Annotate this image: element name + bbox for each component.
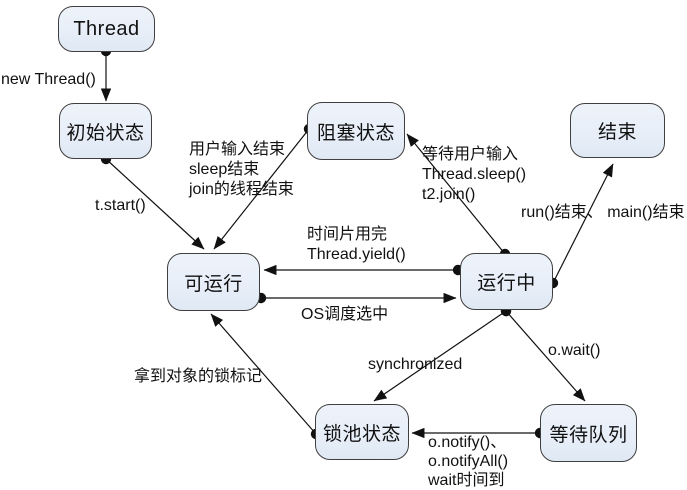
edge-running-to-end [547, 163, 614, 289]
node-waitqueue-state: 等待队列 [540, 404, 637, 462]
node-end-state: 结束 [570, 103, 665, 158]
edge-label-t-start: t.start() [95, 197, 146, 214]
edge-label-lock-acquired: 拿到对象的锁标记 [134, 368, 263, 385]
edge-running-to-runnable [263, 264, 464, 276]
node-runnable-state-label: 可运行 [184, 273, 243, 295]
edge-label-run-main-end: run()结束、 main()结束 [521, 204, 685, 221]
node-running-state-label: 运行中 [477, 273, 536, 294]
edge-label-blocked-to-runnable: 用户输入结束 sleep结束 join的线程结束 [189, 141, 294, 198]
edge-label-synchronized: synchronized [368, 356, 463, 373]
node-lockpool-state: 锁池状态 [315, 404, 409, 460]
edge-label-notify: o.notify()、 o.notifyAll() wait时间到 [428, 434, 509, 489]
node-initial-state: 初始状态 [59, 103, 152, 159]
edge-running-to-lockpool [373, 305, 512, 402]
edge-runnable-to-running [255, 292, 457, 304]
node-waitqueue-state-label: 等待队列 [549, 424, 628, 446]
edge-label-o-wait: o.wait() [548, 342, 601, 359]
node-lockpool-state-label: 锁池状态 [322, 423, 401, 445]
edge-label-os-schedule: OS调度选中 [301, 306, 389, 323]
node-end-state-label: 结束 [597, 122, 637, 143]
node-blocked-state-label: 阻塞状态 [316, 122, 395, 144]
node-blocked-state: 阻塞状态 [307, 102, 405, 160]
node-initial-state-label: 初始状态 [66, 122, 145, 144]
node-runnable-state: 可运行 [167, 253, 260, 311]
edge-label-new-thread: new Thread() [1, 71, 96, 88]
edge-label-thread-yield: 时间片用完 Thread.yield() [307, 226, 406, 263]
node-running-state: 运行中 [460, 253, 553, 310]
edge-label-running-to-blocked: 等待用户输入 Thread.sleep() t2.join() [422, 146, 527, 203]
node-thread: Thread [58, 6, 155, 52]
node-thread-label: Thread [73, 17, 140, 40]
edge-thread-to-initial [100, 45, 112, 102]
